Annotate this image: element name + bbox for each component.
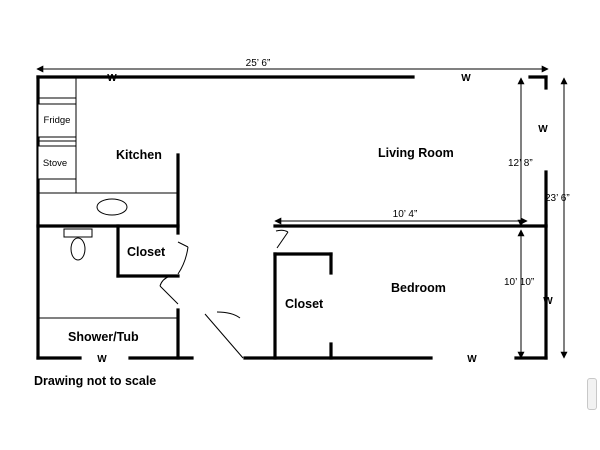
shower-tub-label: Shower/Tub: [68, 330, 139, 344]
watermark-logo: [587, 378, 597, 410]
kitchen-label: Kitchen: [116, 148, 162, 162]
closet-bath-label: Closet: [127, 245, 166, 259]
entry-door: [204, 313, 244, 359]
fridge-label: Fridge: [44, 115, 71, 126]
bath-door: [159, 285, 179, 305]
window-label-top-left: W: [107, 73, 117, 84]
entry-door-swing: [216, 311, 241, 319]
window-label-right-upper: W: [538, 124, 548, 135]
toilet-bowl: [70, 237, 86, 261]
window-label-bottom-right: W: [467, 354, 477, 365]
living-room-label: Living Room: [378, 146, 454, 160]
bedroom-label: Bedroom: [391, 281, 446, 295]
overall-depth-label: 23’ 6”: [545, 193, 570, 204]
window-label-right-lower: W: [543, 296, 553, 307]
living-depth-label: 12’ 8”: [508, 158, 533, 169]
scale-note: Drawing not to scale: [34, 374, 157, 388]
stove-label: Stove: [43, 158, 67, 169]
window-label-top-right: W: [461, 73, 471, 84]
toilet-tank: [63, 228, 93, 238]
bedroom-closet-door-swing: [275, 229, 289, 233]
bedroom-closet-door: [276, 231, 289, 249]
bath-door-swing: [159, 275, 171, 287]
bedroom-wall-label: 10’ 4”: [393, 209, 418, 220]
window-label-bottom-left: W: [97, 354, 107, 365]
closet-door-swing: [177, 246, 189, 275]
closet-door: [177, 241, 189, 248]
bedroom-depth-label: 10’ 10”: [504, 277, 534, 288]
overall-width-label: 25’ 6”: [246, 58, 271, 69]
closet-bedroom-label: Closet: [285, 297, 324, 311]
sink: [96, 198, 128, 216]
